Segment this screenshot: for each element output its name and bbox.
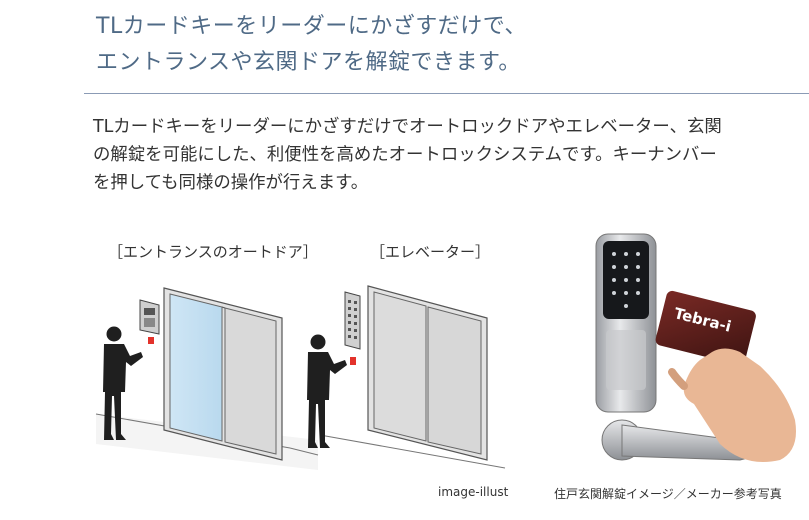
elevator-caption: ［エレベーター］ xyxy=(370,243,491,261)
card-key xyxy=(655,290,756,365)
entrance-caption: ［エントランスのオートドア］ xyxy=(108,243,318,261)
card-reader-icon-elevator xyxy=(350,357,356,365)
description-line-2: の解錠を可能にした、利便性を高めたオートロックシステムです。キーナンバー xyxy=(93,145,717,165)
entrance-intercom-panel xyxy=(139,299,160,344)
headline-line-2: エントランスや玄関ドアを解錠できます。 xyxy=(96,50,521,75)
description-line-1: TLカードキーをリーダーにかざすだけでオートロックドアやエレベーター、玄関 xyxy=(93,117,722,137)
keypad-keys xyxy=(612,252,640,308)
divider xyxy=(84,93,809,94)
elevator-door xyxy=(367,285,488,461)
description: TLカードキーをリーダーにかざすだけでオートロックドアやエレベーター、玄関 の解… xyxy=(93,113,805,197)
photo-caption: 住戸玄関解錠イメージ／メーカー参考写真 xyxy=(554,487,782,501)
description-line-3: を押しても同様の操作が行えます。 xyxy=(93,173,369,193)
person-silhouette-entrance xyxy=(103,326,143,440)
person-silhouette-elevator xyxy=(307,334,347,448)
hand xyxy=(683,348,796,462)
headline: TLカードキーをリーダーにかざすだけで、 エントランスや玄関ドアを解錠できます。 xyxy=(96,9,527,81)
card-reader-icon xyxy=(148,337,154,344)
entrance-auto-door xyxy=(163,287,283,461)
elevator-keypad-panel xyxy=(344,291,361,365)
illust-note: image-illust xyxy=(438,485,509,499)
door-lock-photo: Tebra-i xyxy=(595,233,796,462)
headline-line-1: TLカードキーをリーダーにかざすだけで、 xyxy=(96,14,527,39)
